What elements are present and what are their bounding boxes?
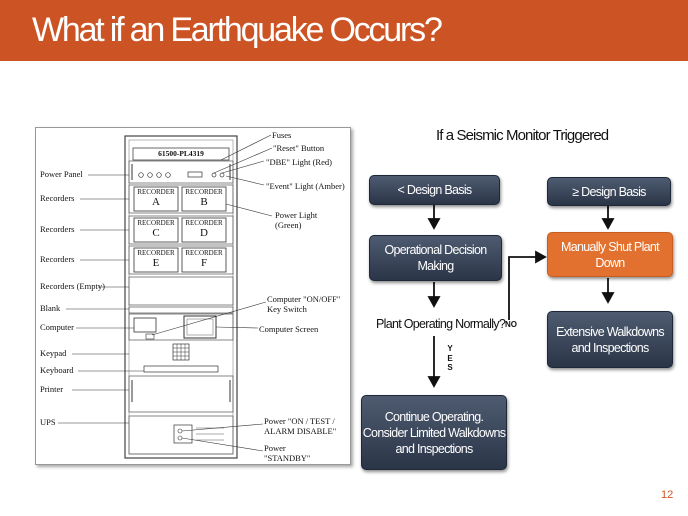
fuse-4 [165, 172, 171, 178]
yes-letter-s: S [447, 363, 453, 372]
rack-tag: 61500-PL4319 [158, 149, 204, 158]
recorder-a-frame [133, 186, 179, 212]
above-design-basis-box: ≥ Design Basis [547, 177, 671, 206]
arrow-head-5 [427, 376, 441, 388]
label-keyboard: Keyboard [40, 365, 74, 375]
arrow-head-6 [535, 250, 547, 264]
computer-unit [133, 317, 157, 333]
cabinet-outline [124, 135, 238, 459]
label-key-switch-2: Key Switch [267, 304, 307, 314]
fuse-1 [138, 172, 144, 178]
power-panel [128, 160, 234, 184]
continue-line-3: and Inspections [395, 441, 473, 456]
recorder-a-word: RECORDER [137, 188, 175, 196]
recorder-e-frame [133, 247, 179, 273]
label-reset-button: "Reset" Button [273, 143, 325, 153]
label-fuses: Fuses [272, 130, 292, 140]
label-ups: UPS [40, 417, 56, 427]
recorder-b-frame [181, 186, 227, 212]
label-recorders-1: Recorders [40, 193, 75, 203]
walkdowns-line-1: Extensive Walkdowns [556, 324, 665, 339]
label-blank: Blank [40, 303, 61, 313]
shutdown-line-2: Down [595, 255, 625, 270]
arrow-head-2 [601, 218, 615, 230]
fuse-2 [147, 172, 153, 178]
no-label: NO [505, 320, 517, 329]
recorder-a-letter: A [152, 196, 160, 208]
arrow-question-to-shutdown [508, 256, 538, 320]
fuse-3 [156, 172, 162, 178]
shutdown-line-1: Manually Shut Plant [561, 239, 660, 254]
recorder-d-word: RECORDER [185, 219, 223, 227]
decision-line-2: Making [417, 259, 454, 273]
empty-recorder-row [128, 276, 234, 306]
continue-line-1: Continue Operating. [384, 409, 484, 424]
yes-label: Y E S [446, 344, 454, 373]
recorder-d-frame [181, 217, 227, 243]
rack-drawing [58, 134, 273, 459]
tag-plate [132, 147, 230, 161]
seismic-monitor-rack-figure: 61500-PL4319 RECORDER A RECORDER B RECOR… [35, 127, 351, 465]
recorder-d-letter: D [200, 227, 208, 239]
walkdowns-line-2: and Inspections [571, 340, 649, 355]
label-key-switch-1: Computer "ON/OFF" [267, 294, 341, 304]
plant-operating-question: Plant Operating Normally? [376, 317, 506, 331]
label-dbe-light: "DBE" Light (Red) [266, 157, 332, 167]
label-event-light: "Event" Light (Amber) [266, 181, 345, 191]
label-standby-1: Power [264, 443, 286, 453]
operational-decision-box: Operational Decision Making [369, 235, 502, 281]
below-design-basis-text: < Design Basis [397, 183, 473, 197]
recorder-b-letter: B [200, 196, 208, 208]
arrow-head-1 [427, 218, 441, 230]
label-power-light-1: Power Light [275, 210, 318, 220]
recorder-e-letter: E [152, 257, 160, 269]
recorder-c-word: RECORDER [137, 219, 175, 227]
left-leader-lines [58, 174, 144, 424]
label-power-panel: Power Panel [40, 169, 83, 179]
label-power-light-2: (Green) [275, 220, 302, 230]
blank-panel [128, 306, 234, 314]
decision-line-1: Operational Decision [384, 243, 487, 257]
recorder-c-frame [133, 217, 179, 243]
label-power-mode-2: ALARM DISABLE" [264, 426, 337, 436]
computer-row [128, 313, 234, 341]
ups-drawing [128, 415, 234, 455]
arrow-head-4 [601, 292, 615, 304]
flowchart-title: If a Seismic Monitor Triggered [436, 127, 609, 144]
label-power-mode-1: Power "ON / TEST / [264, 416, 335, 426]
label-recorders-2: Recorders [40, 224, 75, 234]
label-printer: Printer [40, 384, 64, 394]
continue-operating-box: Continue Operating. Consider Limited Wal… [361, 395, 507, 470]
above-design-basis-text: ≥ Design Basis [572, 184, 646, 199]
printer-drawing [128, 375, 234, 413]
shutdown-box: Manually Shut Plant Down [547, 232, 673, 277]
recorder-f-word: RECORDER [185, 249, 223, 257]
recorder-e-word: RECORDER [137, 249, 175, 257]
recorder-c-letter: C [152, 227, 160, 239]
title-bar: What if an Earthquake Occurs? [0, 0, 688, 61]
label-computer: Computer [40, 322, 74, 332]
key-switch-drawing [145, 333, 155, 340]
recorder-b-word: RECORDER [185, 188, 223, 196]
walkdowns-box: Extensive Walkdowns and Inspections [547, 311, 673, 368]
recorder-f-frame [181, 247, 227, 273]
display-slot [187, 171, 203, 178]
continue-line-2: Consider Limited Walkdowns [362, 425, 506, 440]
page-number: 12 [661, 489, 674, 501]
below-design-basis-box: < Design Basis [369, 175, 500, 205]
recorder-f-letter: F [200, 257, 208, 269]
keyboard-drawing [143, 365, 219, 373]
label-recorders-3: Recorders [40, 254, 75, 264]
yes-letter-y: Y [447, 344, 453, 353]
yes-letter-e: E [447, 353, 453, 363]
right-leader-lines [151, 134, 273, 452]
slide-title: What if an Earthquake Occurs? [32, 11, 443, 49]
label-standby-2: "STANDBY" [264, 453, 311, 463]
arrow-head-3 [427, 296, 441, 308]
label-keypad: Keypad [40, 348, 67, 358]
label-recorders-empty: Recorders (Empty) [40, 281, 105, 291]
label-computer-screen: Computer Screen [259, 324, 319, 334]
